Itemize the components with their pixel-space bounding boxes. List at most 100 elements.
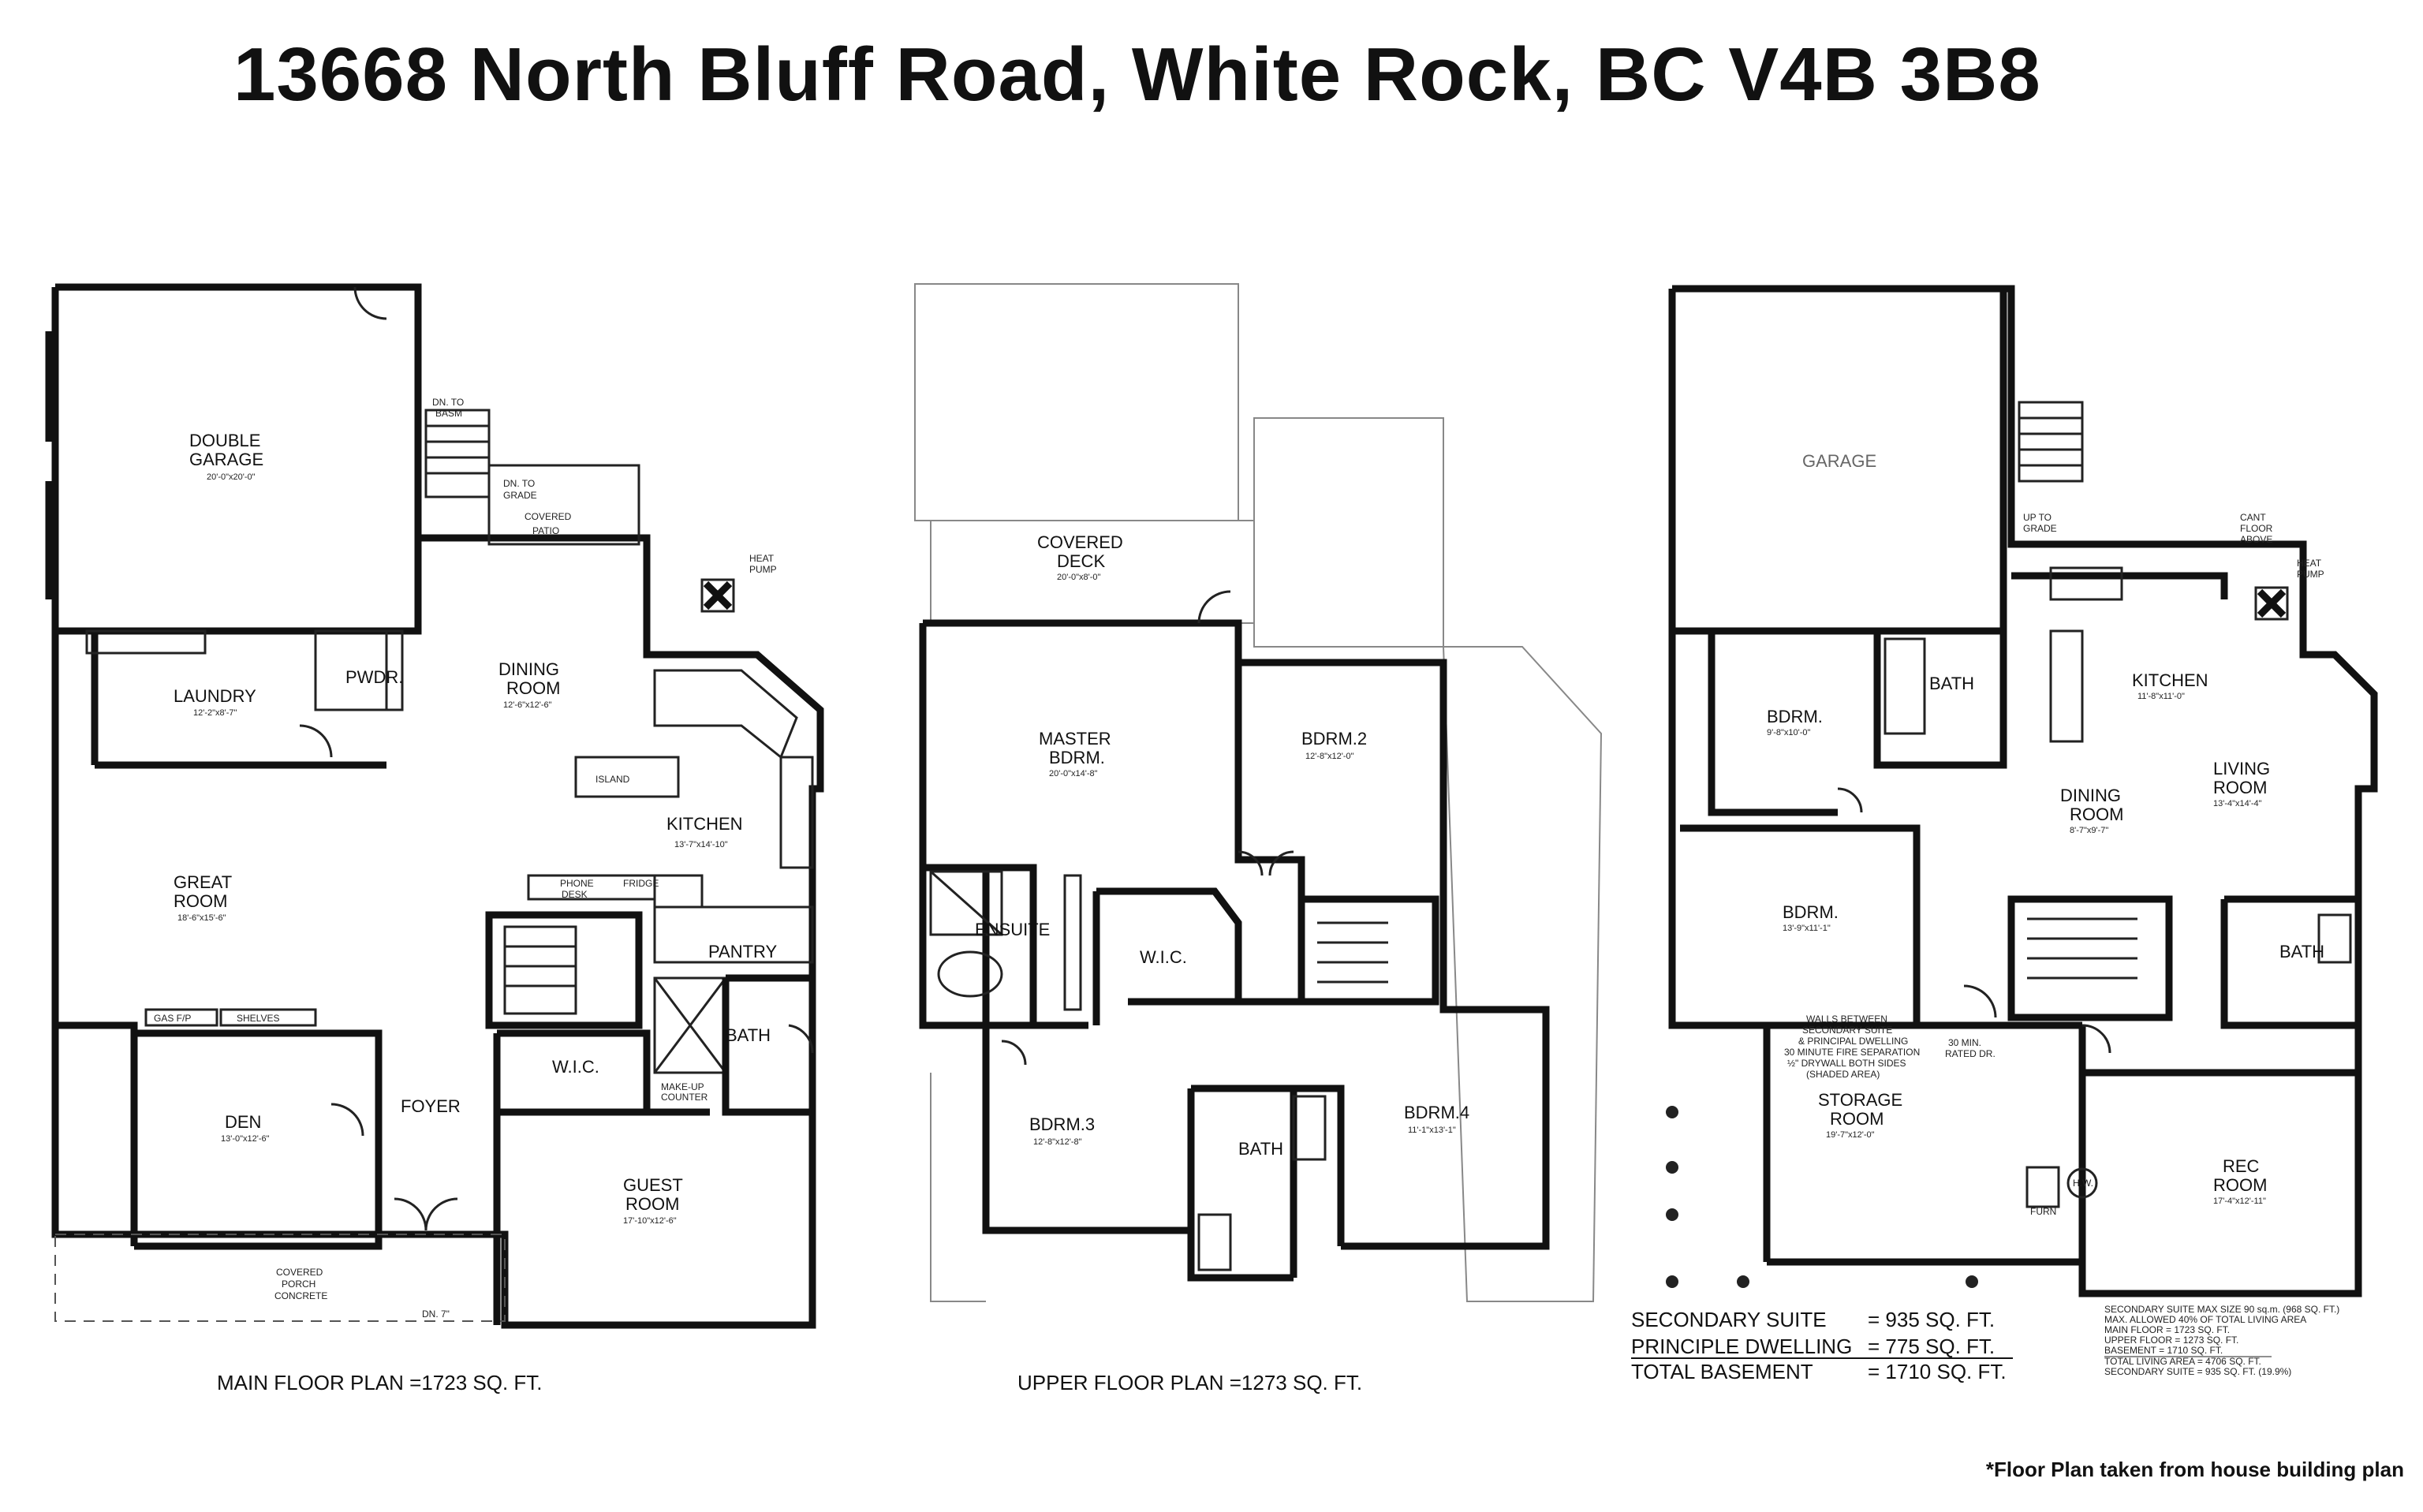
covered-deck-label: COVERED [1037,532,1123,552]
cant-label3: ABOVE [2240,534,2272,545]
svg-text:UPPER FLOOR = 1273 SQ. F: UPPER FLOOR = 1273 SQ. FT. [2104,1335,2238,1346]
dining-label: DINING [498,659,559,679]
basement-bath-a-label: BATH [1929,674,1974,693]
main-floor-caption: MAIN FLOOR PLAN =1723 SQ. FT. [217,1371,543,1394]
area-label: PRINCIPLE DWELLING [1631,1335,1852,1358]
great-room-dim: 18'-6"x15'-6" [177,913,226,923]
bdrm4-label: BDRM.4 [1404,1103,1469,1122]
guest-room-label2: ROOM [625,1194,679,1214]
up-grade-label2: GRADE [2023,523,2057,534]
foyer-label: FOYER [401,1096,461,1116]
covered-deck-dim: 20'-0"x8'-0" [1057,573,1101,582]
footnote: *Floor Plan taken from house building pl… [1985,1458,2404,1481]
basement-bdrm-a-dim: 9'-8"x10'-0" [1767,728,1811,737]
main-garage-label2: GARAGE [189,450,263,469]
basement-heat-label2: PUMP [2297,569,2324,580]
area-value: = 775 SQ. FT. [1868,1335,1995,1358]
bdrm3-dim: 12'-8"x12'-8" [1033,1137,1082,1147]
page-title: 13668 North Bluff Road, White Rock, BC V… [233,32,2041,117]
porch-label3: CONCRETE [274,1290,327,1301]
bdrm2-dim: 12'-8"x12'-0" [1305,752,1354,761]
main-floor-plan: ISLAND DOUBLE GARAGE 20'-0"x20'-0" LAUND… [45,283,824,1394]
basement-dining-label2: ROOM [2070,805,2123,824]
patio-label2: PATIO [532,525,559,536]
ensuite-label: ENSUITE [975,920,1050,939]
island-label: ISLAND [595,774,630,785]
porch-label2: PORCH [282,1279,315,1290]
basement-heat-label: HEAT [2297,558,2322,569]
patio-label: COVERED [525,511,572,522]
bdrm2-label: BDRM.2 [1301,729,1367,749]
main-garage-label: DOUBLE [189,431,260,450]
storage-room-dim: 19'-7"x12'-0" [1826,1130,1875,1140]
laundry-label: LAUNDRY [174,686,256,706]
area-summary: SECONDARY SUITE = 935 SQ. FT. PRINCIPLE … [1631,1308,2013,1383]
basement-bdrm-a-label: BDRM. [1767,707,1823,726]
great-room-label: GREAT [174,872,232,892]
bdrm4-dim: 11'-1"x13'-1" [1408,1126,1456,1135]
covered-deck-label2: DECK [1057,551,1105,571]
area-value: = 935 SQ. FT. [1868,1308,1995,1331]
svg-text:MAX. ALLOWED 40% OF TOTAL LIVI: MAX. ALLOWED 40% OF TOTAL LIVING AREA [2104,1314,2306,1325]
area-value: = 1710 SQ. FT. [1868,1360,2007,1383]
guest-room-label: GUEST [623,1175,683,1195]
main-wic-label: W.I.C. [552,1057,599,1077]
laundry-dim: 12'-2"x8'-7" [193,708,237,718]
den-dim: 13'-0"x12'-6" [221,1134,270,1144]
area-label: TOTAL BASEMENT [1631,1360,1813,1383]
dn-grade-label: DN. TO [503,478,535,489]
guest-room-dim: 17'-10"x12'-6" [623,1216,677,1226]
area-notes: SECONDARY SUITE MAX SIZE 90 sq.m. (968 S… [2104,1304,2339,1377]
furn-label: FURN [2030,1206,2056,1217]
svg-text:SECONDARY SUITE MAX SIZE 90 sq: SECONDARY SUITE MAX SIZE 90 sq.m. (968 S… [2104,1304,2339,1315]
dn-basm-label: DN. TO [432,397,464,408]
svg-text:BASEMENT = 1710 SQ. F: BASEMENT = 1710 SQ. FT. [2104,1345,2223,1356]
basement-dining-dim: 8'-7"x9'-7" [2070,826,2108,835]
area-label: SECONDARY SUITE [1631,1308,1827,1331]
fridge-label: FRIDGE [623,878,659,889]
makeup-label2: COUNTER [661,1092,708,1103]
dn-basm-label2: BASM [435,408,462,419]
kitchen-dim: 13'-7"x14'-10" [674,840,728,849]
makeup-label: MAKE-UP [661,1081,704,1092]
fire-separation-note: WALLS BETWEEN SECONDARY SUITE & PRINCIPA… [1784,1014,1920,1080]
master-bdrm-label: MASTER [1039,729,1111,749]
upper-floor-plan: COVERED DECK 20'-0"x8'-0" MASTER BDRM. 2… [914,283,1603,1394]
basement-living-label2: ROOM [2213,778,2267,797]
cant-label: CANT [2240,512,2266,523]
dining-dim: 12'-6"x12'-6" [503,700,552,710]
basement-bdrm-b-label: BDRM. [1783,902,1839,922]
basement-kitchen-dim: 11'-8"x11'-0" [2137,692,2185,701]
master-bdrm-label2: BDRM. [1049,748,1105,767]
basement-kitchen-label: KITCHEN [2132,670,2208,690]
svg-text:(SHADED AREA): (SHADED AREA) [1806,1069,1880,1080]
upper-floor-caption: UPPER FLOOR PLAN =1273 SQ. FT. [1017,1371,1362,1394]
basement-garage-label: GARAGE [1802,451,1876,471]
basement-bath-b-label: BATH [2279,942,2324,961]
storage-room-label: STORAGE [1818,1090,1902,1110]
dn7-label: DN. 7" [422,1309,450,1320]
master-bdrm-dim: 20'-0"x14'-8" [1049,769,1098,778]
bdrm3-label: BDRM.3 [1029,1114,1095,1134]
svg-text:WALLS BETWEEN: WALLS BETWEEN [1806,1014,1887,1025]
svg-text:SECONDARY SUITE = 935 SQ. F: SECONDARY SUITE = 935 SQ. FT. (19.9%) [2104,1366,2291,1377]
rec-room-dim: 17'-4"x12'-11" [2213,1197,2266,1206]
main-garage-dim: 20'-0"x20'-0" [207,472,256,482]
basement-dining-label: DINING [2060,786,2121,805]
pwdr-label: PWDR. [345,667,403,687]
up-grade-label: UP TO [2023,512,2052,523]
rec-room-label: REC [2223,1156,2260,1176]
dn-grade-label2: GRADE [503,490,537,501]
great-room-label2: ROOM [174,891,227,911]
desk-label: DESK [562,889,588,900]
svg-text:MAIN FLOOR = 1723 SQ. F: MAIN FLOOR = 1723 SQ. FT. [2104,1324,2230,1335]
heat-pump-label: HEAT [749,553,775,564]
den-label: DEN [225,1112,261,1132]
main-bath-label: BATH [726,1025,771,1045]
main-floor-walls-right [51,534,824,1329]
basement-bdrm-b-dim: 13'-9"x11'-1" [1783,924,1831,933]
rated-door-label2: RATED DR. [1945,1048,1996,1059]
basement-plan: GARAGE UP TO GRADE CANT FLOOR ABOVE HEAT… [1631,285,2378,1383]
porch-label: COVERED [276,1267,323,1278]
hw-label: H.W. [2073,1178,2093,1189]
